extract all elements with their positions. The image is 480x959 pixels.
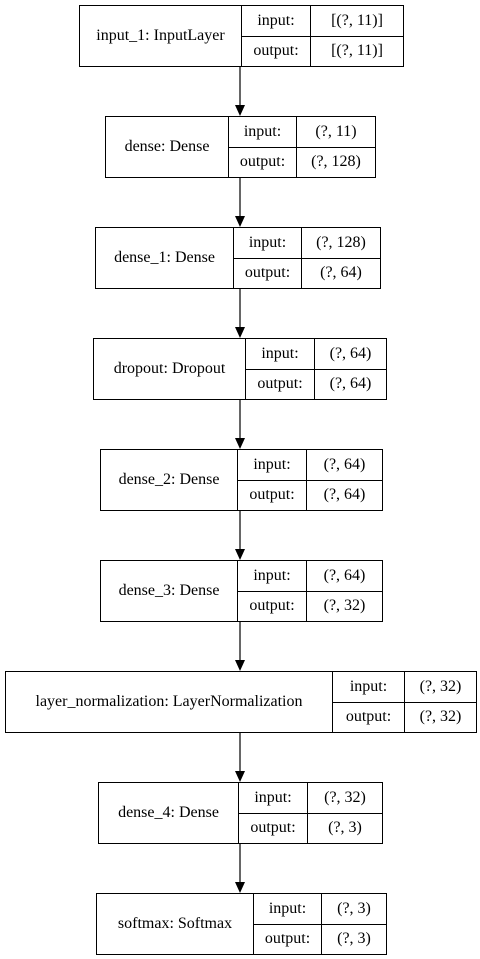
shape-value-column: [(?, 11)] [(?, 11)] — [311, 6, 403, 66]
input-shape: [(?, 11)] — [311, 6, 403, 37]
arrowhead — [235, 438, 245, 449]
arrowhead — [235, 549, 245, 560]
io-label-column: input: output: — [246, 339, 315, 399]
output-shape: (?, 64) — [320, 264, 362, 282]
output-label: output: — [264, 930, 311, 948]
shape-value-column: (?, 3) (?, 3) — [322, 894, 386, 954]
arrowhead — [235, 327, 245, 338]
output-label: output: — [249, 597, 295, 615]
output-shape: (?, 64) — [323, 486, 366, 504]
input-label: input: — [254, 894, 321, 925]
io-label-column: input: output: — [238, 561, 307, 621]
shape-value-column: (?, 64) (?, 64) — [315, 339, 386, 399]
io-label-column: input: output: — [229, 117, 297, 177]
output-shape: (?, 3) — [328, 819, 362, 837]
layer-name: dense_1: Dense — [96, 228, 234, 288]
arrowhead — [235, 882, 245, 893]
input-shape: (?, 32) — [405, 672, 476, 703]
io-label-column: input: output: — [239, 783, 308, 843]
input-shape: (?, 11) — [297, 117, 375, 148]
input-label: input: — [333, 672, 404, 703]
output-shape: (?, 32) — [323, 597, 366, 615]
arrowhead — [235, 216, 245, 227]
layer-name: dropout: Dropout — [94, 339, 246, 399]
shape-value-column: (?, 32) (?, 32) — [405, 672, 476, 732]
io-label-column: input: output: — [238, 450, 307, 510]
output-label: output: — [249, 486, 295, 504]
shape-value-column: (?, 11) (?, 128) — [297, 117, 375, 177]
shape-value-column: (?, 64) (?, 64) — [307, 450, 382, 510]
input-label: input: — [238, 450, 306, 481]
arrowhead — [235, 771, 245, 782]
io-label-column: input: output: — [333, 672, 405, 732]
io-label-column: input: output: — [242, 6, 311, 66]
input-label: input: — [239, 783, 307, 814]
output-shape: (?, 32) — [419, 708, 462, 726]
output-label: output: — [250, 819, 296, 837]
arrowhead — [235, 105, 245, 116]
input-label: input: — [234, 228, 301, 259]
output-shape: (?, 64) — [329, 375, 372, 393]
input-shape: (?, 128) — [302, 228, 380, 259]
shape-value-column: (?, 64) (?, 32) — [307, 561, 382, 621]
input-label: input: — [246, 339, 314, 370]
output-shape: (?, 128) — [311, 153, 361, 171]
input-label: input: — [238, 561, 306, 592]
arrowhead — [235, 660, 245, 671]
output-label: output: — [345, 708, 392, 726]
layer-name: dense: Dense — [106, 117, 229, 177]
shape-value-column: (?, 32) (?, 3) — [308, 783, 382, 843]
output-label: output: — [244, 264, 291, 282]
input-label: input: — [229, 117, 296, 148]
output-label: output: — [253, 42, 299, 60]
layer-name: layer_normalization: LayerNormalization — [6, 672, 333, 732]
output-shape: [(?, 11)] — [331, 42, 383, 60]
layer-name: dense_4: Dense — [99, 783, 239, 843]
input-shape: (?, 64) — [307, 561, 382, 592]
input-label: input: — [242, 6, 310, 37]
input-shape: (?, 64) — [307, 450, 382, 481]
layer-name: dense_3: Dense — [101, 561, 238, 621]
io-label-column: input: output: — [254, 894, 322, 954]
output-shape: (?, 3) — [337, 930, 371, 948]
output-label: output: — [239, 153, 286, 171]
io-label-column: input: output: — [234, 228, 302, 288]
layer-name: softmax: Softmax — [97, 894, 254, 954]
shape-value-column: (?, 128) (?, 64) — [302, 228, 380, 288]
output-label: output: — [257, 375, 303, 393]
layer-name: input_1: InputLayer — [80, 6, 242, 66]
input-shape: (?, 3) — [322, 894, 386, 925]
input-shape: (?, 32) — [308, 783, 382, 814]
layer-name: dense_2: Dense — [101, 450, 238, 510]
input-shape: (?, 64) — [315, 339, 386, 370]
